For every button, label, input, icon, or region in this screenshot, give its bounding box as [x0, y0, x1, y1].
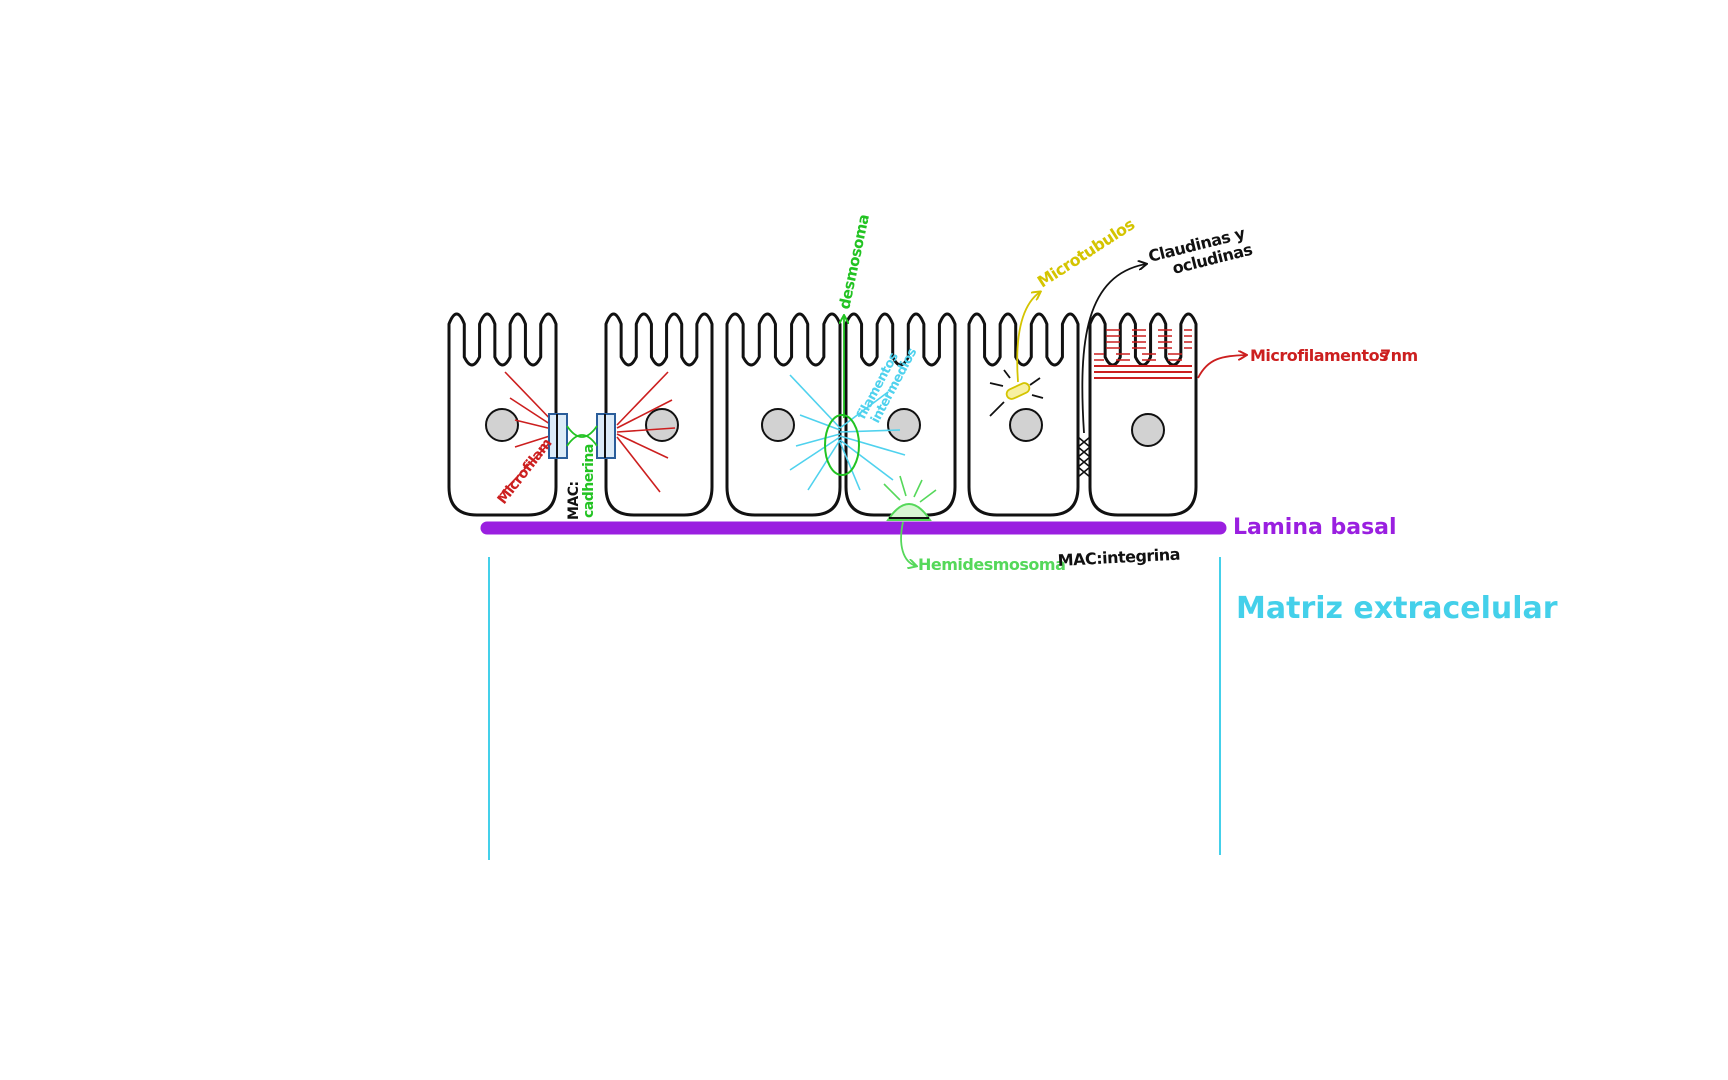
cadherina-label: cadherina [581, 444, 597, 518]
hemidesmosoma-label: Hemidesmosoma [918, 555, 1065, 574]
cell-4-nucleus [887, 408, 921, 442]
microfilaments-cell-2 [616, 371, 676, 493]
cell-3-nucleus [761, 408, 795, 442]
lamina-basal-label: Lamina basal [1233, 515, 1397, 540]
microtubulos-label: Microtubulos [1034, 215, 1138, 292]
cell-2-nucleus [645, 408, 679, 442]
cell-1-nucleus [485, 408, 519, 442]
microtubulos-leader [1016, 292, 1040, 383]
microfilamentos-label: Microfilamentos [1250, 346, 1388, 365]
microtubule-organizer [989, 369, 1044, 417]
hemidesmosoma-leader [900, 521, 916, 566]
microfilamentos-size-label: 7nm [1380, 346, 1418, 365]
tight-junction-claudins [1076, 436, 1092, 478]
mac-label: MAC: [566, 481, 582, 520]
claudinas-leader [1081, 264, 1146, 434]
hemidesmosome [883, 475, 937, 521]
matriz-extracelular-label: Matriz extracelular [1236, 591, 1558, 626]
mac-integrina-label: MAC:integrina [1057, 545, 1180, 570]
desmosome-plaque [824, 414, 860, 476]
cell-5-nucleus [1009, 408, 1043, 442]
cell-6-nucleus [1131, 413, 1165, 447]
terminal-web-microfilaments [1094, 329, 1192, 379]
intermediate-filaments [789, 374, 906, 491]
desmosoma-label: desmosoma [835, 213, 873, 311]
microfilamentos-leader [1197, 355, 1246, 379]
cadherin-adhesion-junction [548, 413, 616, 459]
